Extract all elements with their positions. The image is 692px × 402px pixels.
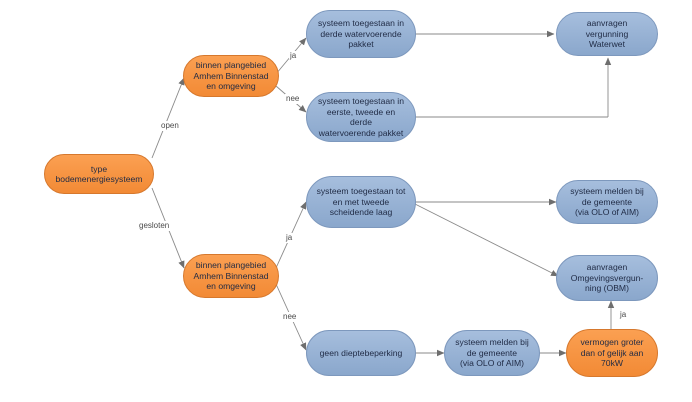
- node-capacity-70kw: vermogen groter dan of gelijk aan 70kW: [566, 329, 658, 377]
- edge-second-to-obm: [414, 203, 559, 277]
- node-allowed-second-layer: systeem toegestaan tot en met tweede sch…: [306, 176, 416, 228]
- node-permit-waterwet: aanvragen vergunning Waterwet: [556, 12, 658, 56]
- node-report-municipality-bottom: systeem melden bij de gemeente (via OLO …: [444, 330, 540, 376]
- node-open-plangebied: binnen plangebied Amhem Binnenstad en om…: [183, 55, 279, 97]
- label-open: open: [160, 121, 180, 131]
- node-no-depth-limit: geen dieptebeperking: [306, 330, 416, 376]
- label-nee-closed: nee: [282, 312, 298, 322]
- label-ja-open: ja: [289, 51, 298, 61]
- label-ja-closed: ja: [285, 233, 294, 243]
- node-allowed-first-second-third-aquifer: systeem toegestaan in eerste, tweede en …: [306, 92, 416, 142]
- node-permit-obm: aanvragen Omgevingsvergun- ning (OBM): [556, 255, 658, 301]
- node-report-municipality-top: systeem melden bij de gemeente (via OLO …: [556, 180, 658, 224]
- label-nee-open: nee: [285, 94, 301, 104]
- node-allowed-third-aquifer: systeem toegestaan in derde watervoerend…: [306, 10, 416, 58]
- node-closed-plangebied: binnen plangebied Amhem Binnenstad en om…: [183, 254, 279, 298]
- edge-root-open: [151, 77, 185, 159]
- label-ja-70kw: ja: [619, 310, 628, 320]
- node-type-bodemenergiesysteem: type bodemenergiesysteem: [44, 154, 154, 194]
- label-gesloten: gesloten: [138, 221, 171, 231]
